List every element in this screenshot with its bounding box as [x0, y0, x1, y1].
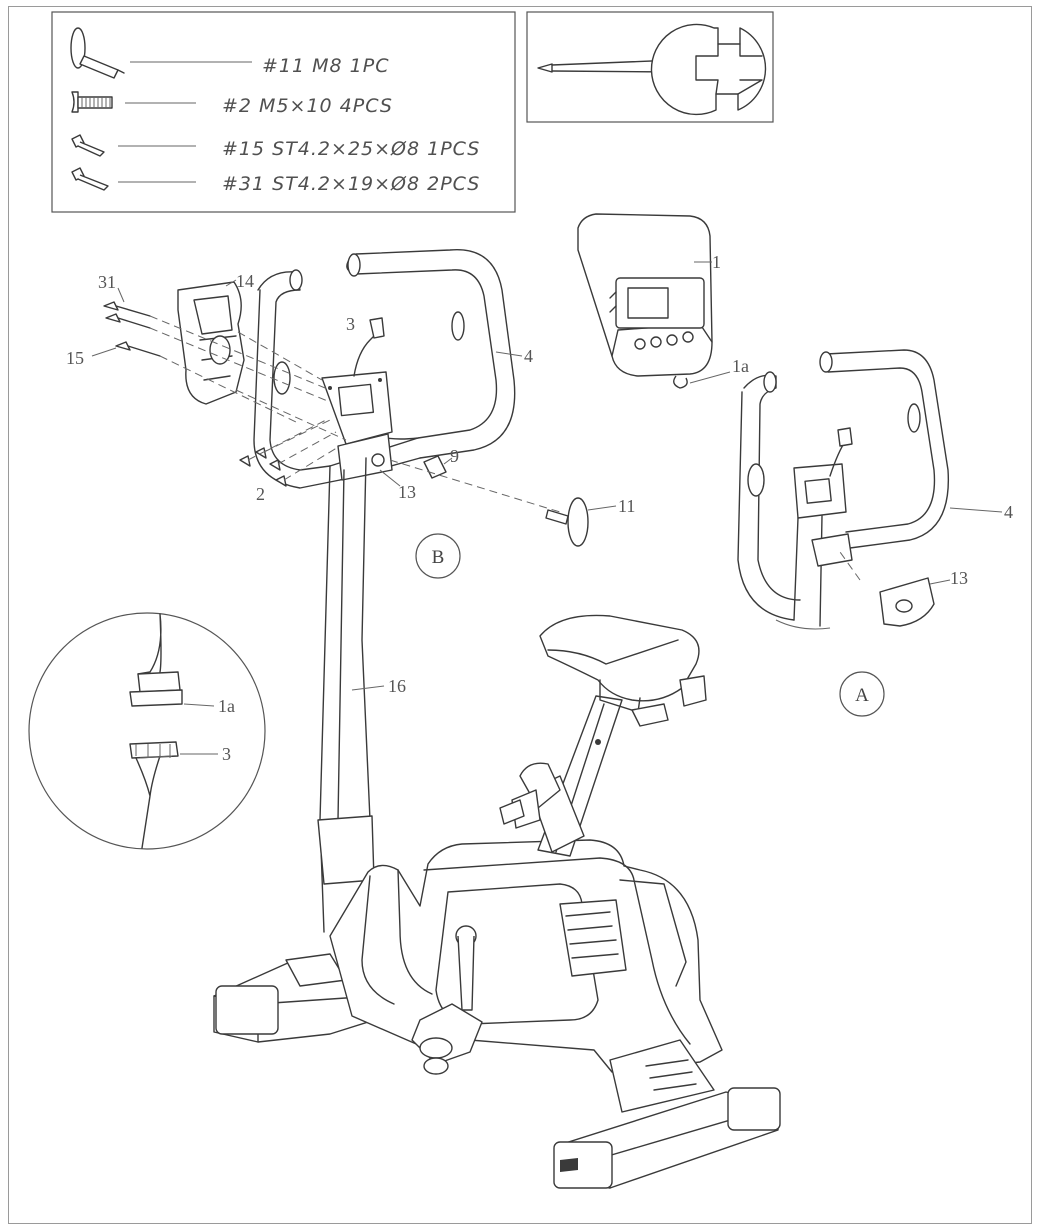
tool-box [526, 11, 774, 123]
part-11-label: #11 M8 1PC [262, 55, 389, 77]
callout-15: 15 [66, 348, 84, 368]
upright-post [317, 457, 375, 933]
handlebar-main [253, 248, 516, 489]
view-a-label: A [839, 671, 885, 717]
callout-13: 13 [398, 482, 416, 502]
tapping-screw-icon-2 [71, 167, 109, 191]
connector-detail-view [28, 612, 266, 850]
callout-3: 3 [346, 314, 355, 334]
view-b-label: B [415, 533, 461, 579]
detail-callout-3: 3 [222, 744, 231, 764]
cover-14 [177, 281, 245, 405]
knob-11 [545, 497, 589, 547]
callout-2: 2 [256, 484, 265, 504]
screws-2 [239, 419, 341, 487]
inset-callout-13: 13 [950, 568, 968, 588]
wrench-screwdriver-icon [537, 23, 767, 116]
knob-bolt-icon [70, 27, 125, 79]
parts-list-box: #11 M8 1PC #2 M5×10 4PCS #15 ST4.2×25×Ø8… [51, 11, 516, 213]
callout-14: 14 [236, 271, 254, 291]
screw-icon [71, 91, 113, 113]
part-2-label: #2 M5×10 4PCS [222, 95, 393, 117]
drawing-frame [8, 6, 1032, 1224]
svg-text:A: A [855, 685, 869, 706]
inset-callout-4: 4 [1004, 502, 1013, 522]
inset-view-a [737, 349, 950, 630]
screws-31 [103, 301, 151, 329]
callout-1a: 1a [732, 356, 749, 376]
bike-frame [213, 614, 781, 1189]
callout-11: 11 [618, 496, 635, 516]
part-15-label: #15 ST4.2×25×Ø8 1PCS [222, 138, 480, 160]
part-31-label: #31 ST4.2×19×Ø8 2PCS [222, 173, 480, 195]
callout-31: 31 [98, 272, 116, 292]
callout-16: 16 [388, 676, 406, 696]
svg-text:B: B [432, 547, 445, 568]
console-part [577, 213, 713, 389]
detail-callout-1a: 1a [218, 696, 235, 716]
callout-9: 9 [450, 446, 459, 466]
callout-4: 4 [524, 346, 533, 366]
screw-15 [115, 341, 161, 357]
callout-1: 1 [712, 252, 721, 272]
tapping-screw-icon [71, 134, 105, 157]
